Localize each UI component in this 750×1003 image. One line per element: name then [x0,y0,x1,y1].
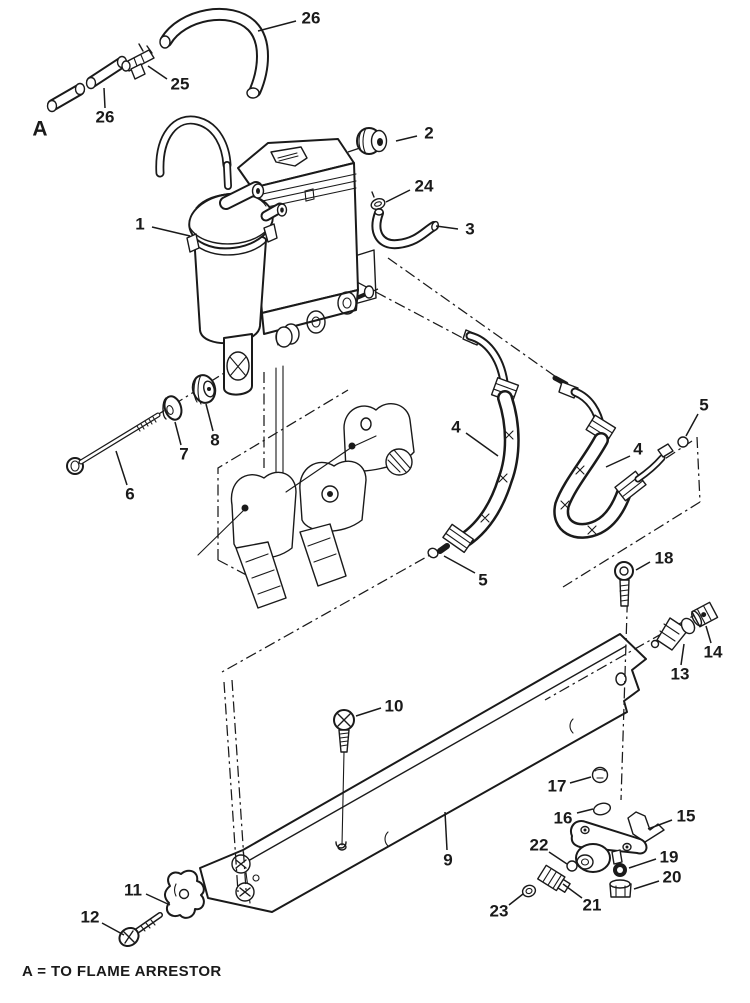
screw-12 [118,912,163,948]
callout-leader-6 [115,450,128,486]
callout-19: 19 [660,848,679,867]
callout-18: 18 [655,549,674,568]
callout-5: 5 [478,571,487,590]
callout-leader-7 [174,421,182,446]
callout-8: 8 [210,431,219,450]
callout-leader-5 [685,413,699,437]
callout-leader-26 [103,87,106,109]
valve-lever [627,811,665,843]
callout-leader-26 [257,20,297,32]
bolt-6 [66,412,161,475]
callout-9: 9 [443,851,452,870]
callout-leader-8 [205,403,214,432]
callout-11: 11 [124,881,142,900]
callout-leader-19 [628,858,657,869]
callout-2: 2 [424,124,433,143]
washer-7 [162,395,183,421]
callout-leader-4 [605,455,631,468]
tank-bottom-bracket [261,289,359,335]
vent-hose-assembly [46,7,269,113]
callout-leader-2 [395,135,418,142]
callout-12: 12 [81,908,100,927]
callout-4: 4 [633,440,643,459]
callout-leader-4 [465,432,499,457]
callout-leader-23 [508,893,524,906]
clamp-11 [164,869,205,919]
hose-4-right [552,375,689,539]
callout-leader-25 [147,65,168,80]
callout-leader-10 [355,707,382,717]
pump-fittings [219,181,288,222]
callout-leader-21 [562,883,583,899]
valve-assembly-15 [521,766,665,898]
fuel-pump-assembly-1 [155,115,377,396]
callout-17: 17 [548,777,567,796]
engine-bracket [197,402,415,609]
callout-1: 1 [135,215,144,234]
o-ring-23 [521,884,537,898]
callout-leader-11 [145,893,171,906]
callout-leader-3 [435,225,459,230]
callout-14: 14 [704,643,723,662]
fitting-13 [650,617,696,651]
filter-canister [186,192,278,396]
callout-leader-15 [647,819,673,830]
screw-18 [614,561,634,607]
callout-16: 16 [554,809,573,828]
callout-24: 24 [415,177,434,196]
callout-leader-12 [101,922,125,936]
callout-leader-13 [680,643,685,666]
callout-leader-16 [576,808,594,814]
callout-20: 20 [663,868,682,887]
o-ring-16 [592,802,612,816]
o-ring-5-right [677,436,689,448]
plug-2 [356,127,388,155]
callout-22: 22 [530,836,549,855]
callout-leader-20 [633,880,660,890]
fitting-21 [537,864,571,893]
callout-26: 26 [302,9,321,28]
callout-6: 6 [125,485,134,504]
callout-leader-1 [151,226,191,237]
nut-14 [691,601,719,628]
screw-10 [333,709,355,851]
o-ring-22 [566,860,578,872]
callout-leader-9 [444,811,448,851]
hose-4-left [427,329,520,559]
callout-25: 25 [171,75,190,94]
callout-leader-5 [443,555,476,574]
callout-7: 7 [179,445,188,464]
callout-leader-24 [385,189,411,203]
callout-26: 26 [96,108,115,127]
callout-23: 23 [490,902,509,921]
clamp-24 [370,191,386,210]
flame-arrestor-note: A = TO FLAME ARRESTOR [22,963,222,980]
tee-fitting-25 [121,43,155,80]
plate-9 [199,633,647,913]
o-ring-5-left [427,547,439,559]
screw-17 [591,766,609,784]
callout-3: 3 [465,220,474,239]
callout-5: 5 [699,396,708,415]
callout-13: 13 [671,665,690,684]
callout-A: A [32,118,47,141]
nut-20 [609,879,632,898]
callout-leader-22 [548,851,568,865]
hose-3 [371,208,439,250]
callout-4: 4 [451,418,461,437]
callout-leader-14 [705,625,712,644]
callout-leader-17 [569,776,592,784]
canister-mount-ear [223,333,253,396]
callout-15: 15 [677,807,696,826]
callout-10: 10 [385,697,404,716]
callout-leader-18 [635,561,651,571]
callout-21: 21 [583,896,602,915]
grommet-8 [191,374,217,405]
